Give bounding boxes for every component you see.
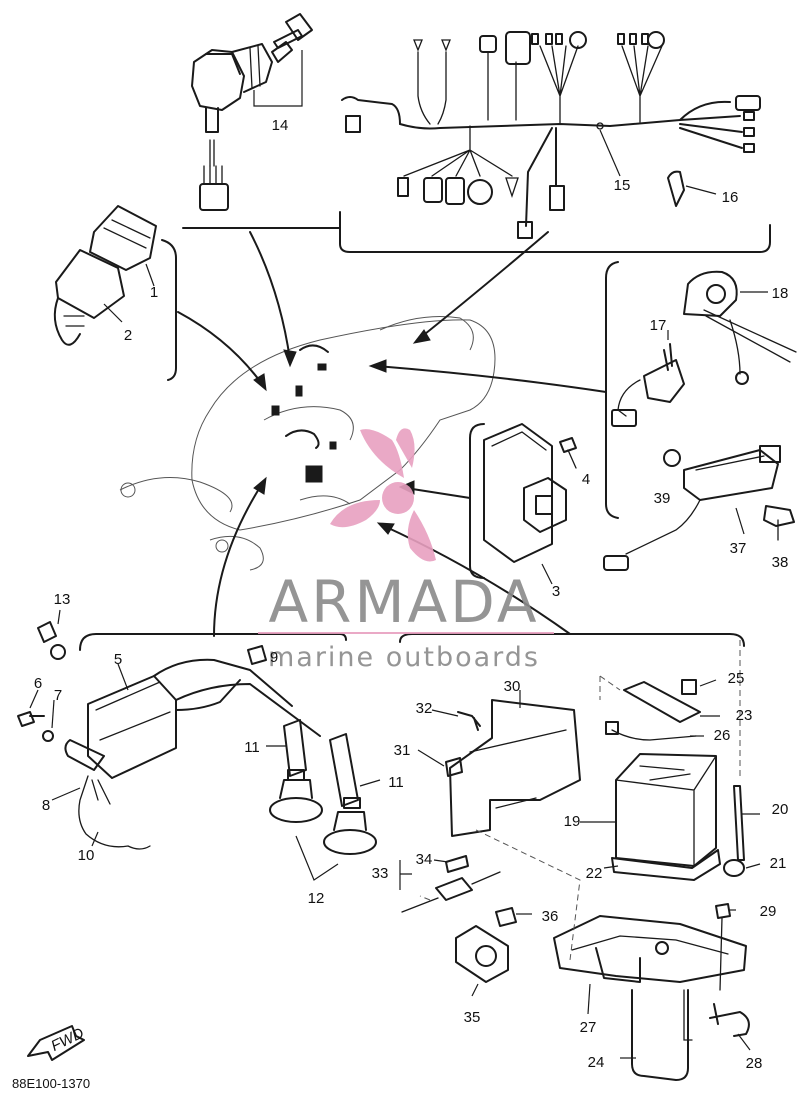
part-number-9: 9	[270, 649, 278, 666]
bracket-rectifier	[469, 423, 485, 579]
part-number-5: 5	[114, 651, 122, 668]
part-number-29: 29	[760, 903, 777, 920]
part-number-4: 4	[582, 471, 590, 488]
part-number-11b: 11	[388, 774, 404, 791]
bracket-connector	[161, 239, 177, 381]
part-number-25: 25	[728, 670, 745, 687]
propeller-logo	[330, 428, 436, 562]
part-number-21: 21	[770, 855, 787, 872]
part-number-34: 34	[416, 851, 433, 868]
ignition-coil-assembly	[17, 609, 381, 881]
part-number-3: 3	[552, 583, 560, 600]
part-number-15: 15	[614, 177, 631, 194]
part-number-36: 36	[542, 908, 559, 925]
part-number-11a: 11	[244, 739, 260, 756]
arrow-switches	[375, 365, 607, 393]
watermark-rule	[258, 632, 554, 634]
clip-16	[667, 170, 717, 207]
part-number-19: 19	[564, 813, 581, 830]
part-number-2: 2	[124, 327, 132, 344]
connector-assembly	[53, 205, 157, 346]
part-number-22: 22	[586, 865, 603, 882]
part-number-28: 28	[746, 1055, 763, 1072]
arrow-keyswitch	[249, 231, 291, 361]
switch-assembly-17-18	[611, 270, 797, 427]
arrow-ignition	[213, 483, 263, 637]
arrow-rectifier	[405, 487, 471, 499]
part-label-layer: 1234567891011111213141516171819202122232…	[34, 117, 789, 1072]
armada-watermark: ARMADA marine outboards	[258, 428, 554, 673]
rectifier-assembly	[483, 423, 577, 585]
part-number-30: 30	[504, 678, 521, 695]
part-number-7: 7	[54, 687, 62, 704]
arrow-connector	[177, 311, 263, 385]
part-number-13: 13	[54, 591, 71, 608]
watermark-brand: ARMADA	[268, 568, 539, 636]
bracket-keyswitch	[182, 211, 341, 229]
arrow-battery	[383, 525, 571, 635]
part-number-17: 17	[650, 317, 667, 334]
part-number-24: 24	[588, 1054, 605, 1071]
wire-harness-assembly	[341, 31, 761, 239]
part-number-31: 31	[394, 742, 411, 759]
assembly-arrows	[177, 231, 607, 637]
part-number-39: 39	[654, 490, 671, 507]
watermark-tagline: marine outboards	[268, 642, 540, 673]
part-number-38: 38	[772, 554, 789, 571]
part-number-35: 35	[464, 1009, 481, 1026]
part-number-26: 26	[714, 727, 731, 744]
part-number-14: 14	[272, 117, 289, 134]
part-number-32: 32	[416, 700, 433, 717]
part-number-20: 20	[772, 801, 789, 818]
part-number-8: 8	[42, 797, 50, 814]
part-number-6: 6	[34, 675, 42, 692]
switch-assembly-37-39	[603, 445, 795, 571]
arrow-harness	[419, 231, 549, 339]
part-number-18: 18	[772, 285, 789, 302]
part-number-12: 12	[308, 890, 325, 907]
forward-direction-arrow: FWD	[27, 1025, 87, 1061]
part-number-27: 27	[580, 1019, 597, 1036]
bracket-harness	[339, 224, 771, 253]
part-number-37: 37	[730, 540, 747, 557]
part-number-16: 16	[722, 189, 739, 206]
part-number-10: 10	[78, 847, 95, 864]
battery-assembly	[399, 640, 761, 1081]
bracket-switches	[605, 261, 619, 519]
diagram-code: 88E100-1370	[12, 1076, 90, 1091]
engine-outline	[119, 316, 496, 571]
bracket-ignition	[79, 633, 347, 651]
main-switch-assembly	[191, 13, 313, 211]
part-number-1: 1	[150, 284, 158, 301]
part-number-23: 23	[736, 707, 753, 724]
part-number-33: 33	[372, 865, 389, 882]
